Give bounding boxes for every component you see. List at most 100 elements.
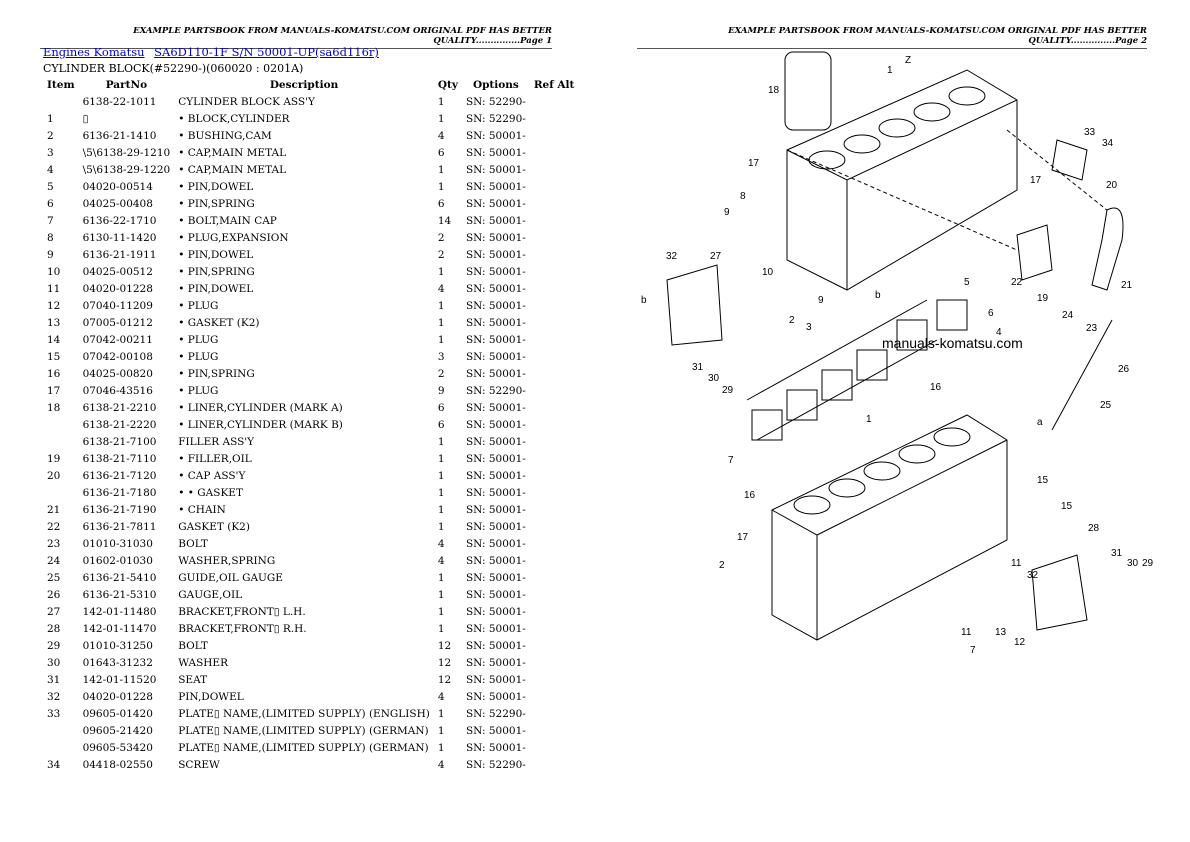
- ref-alt: [530, 450, 579, 467]
- quantity: 1: [437, 707, 445, 720]
- options: SN: 50001-: [465, 486, 526, 499]
- options: SN: 50001-: [465, 469, 526, 482]
- ref-alt: [530, 263, 579, 280]
- item-number: 16: [47, 367, 61, 380]
- quantity: 14: [437, 214, 452, 227]
- item-number: 6: [47, 197, 54, 210]
- col-description: Description: [269, 78, 339, 91]
- ref-alt: [530, 331, 579, 348]
- oil-filler-drawing: [1091, 207, 1124, 291]
- callout-label: 9: [724, 207, 730, 218]
- ref-alt: [530, 569, 579, 586]
- ref-alt: [530, 399, 579, 416]
- part-number: 6138-21-7100: [82, 435, 157, 448]
- callout-label: 34: [1102, 138, 1114, 149]
- quantity: 4: [437, 282, 445, 295]
- ref-alt: [530, 671, 579, 688]
- callout-label: 5: [964, 277, 970, 288]
- callout-label: 17: [1030, 175, 1042, 186]
- callout-label: 32: [1027, 570, 1039, 581]
- options: SN: 50001-: [465, 503, 526, 516]
- part-number: 01602-01030: [82, 554, 153, 567]
- item-number: 20: [47, 469, 61, 482]
- options: SN: 50001-: [465, 656, 526, 669]
- description: FILLER ASS'Y: [178, 435, 255, 448]
- ref-alt: [530, 688, 579, 705]
- options: SN: 50001-: [465, 537, 526, 550]
- part-number: 09605-53420: [82, 741, 153, 754]
- item-number: 32: [47, 690, 61, 703]
- callout-label: 15: [1037, 475, 1049, 486]
- callout-label: 18: [768, 85, 780, 96]
- ref-alt: [530, 127, 579, 144]
- item-number: 5: [47, 180, 54, 193]
- ref-alt: [530, 280, 579, 297]
- quantity: 1: [437, 452, 445, 465]
- quantity: 2: [437, 367, 445, 380]
- callout-label: b: [875, 290, 881, 301]
- item-number: [43, 433, 79, 450]
- quantity: 1: [437, 741, 445, 754]
- quantity: 1: [437, 503, 445, 516]
- ref-alt: [530, 535, 579, 552]
- part-number: 6136-21-7180: [82, 486, 157, 499]
- ref-alt: [530, 518, 579, 535]
- breadcrumb-link-model[interactable]: SA6D110-1F S/N 50001-UP(sa6d116r): [154, 45, 379, 59]
- part-number: 04020-00514: [82, 180, 153, 193]
- quantity: 1: [437, 469, 445, 482]
- part-number: 142-01-11470: [82, 622, 157, 635]
- part-number: 04025-00408: [82, 197, 153, 210]
- callout-label: 8: [740, 191, 746, 202]
- options: SN: 50001-: [465, 571, 526, 584]
- quantity: 1: [437, 571, 445, 584]
- item-number: 11: [47, 282, 61, 295]
- options: SN: 50001-: [465, 299, 526, 312]
- description: PLATE▯ NAME,(LIMITED SUPPLY) (ENGLISH): [178, 707, 430, 720]
- options: SN: 50001-: [465, 690, 526, 703]
- callout-label: 17: [748, 158, 760, 169]
- quantity: 1: [437, 163, 445, 176]
- item-number: 7: [47, 214, 54, 227]
- ref-alt: [530, 552, 579, 569]
- cylinder-liner-drawing: [784, 51, 832, 131]
- description: PIN,DOWEL: [178, 690, 244, 703]
- part-number: 6138-21-2210: [82, 401, 157, 414]
- quantity: 1: [437, 316, 445, 329]
- ref-alt: [530, 705, 579, 722]
- callout-label: a: [1037, 417, 1043, 428]
- page-title: CYLINDER BLOCK(#52290-)(060020 : 0201A): [43, 62, 304, 75]
- callout-label: 31: [692, 362, 704, 373]
- watermark: manuals-komatsu.com: [882, 335, 1023, 351]
- part-number: 07042-00108: [82, 350, 153, 363]
- ref-alt: [530, 348, 579, 365]
- description: WASHER,SPRING: [178, 554, 276, 567]
- options: SN: 50001-: [465, 418, 526, 431]
- ref-alt: [530, 739, 579, 756]
- col-ref-alt: Ref Alt: [533, 78, 575, 91]
- description: • GASKET (K2): [178, 316, 260, 329]
- description: BRACKET,FRONT▯ L.H.: [178, 605, 306, 618]
- quantity: 1: [437, 724, 445, 737]
- callout-label: 25: [1100, 400, 1112, 411]
- breadcrumb-link-engines[interactable]: Engines Komatsu: [43, 45, 145, 59]
- quantity: 6: [437, 146, 445, 159]
- ref-alt: [530, 467, 579, 484]
- quantity: 1: [437, 622, 445, 635]
- quantity: 1: [437, 520, 445, 533]
- options: SN: 50001-: [465, 554, 526, 567]
- ref-alt: [530, 195, 579, 212]
- options: SN: 50001-: [465, 163, 526, 176]
- quantity: 4: [437, 129, 445, 142]
- quantity: 12: [437, 656, 452, 669]
- options: SN: 50001-: [465, 231, 526, 244]
